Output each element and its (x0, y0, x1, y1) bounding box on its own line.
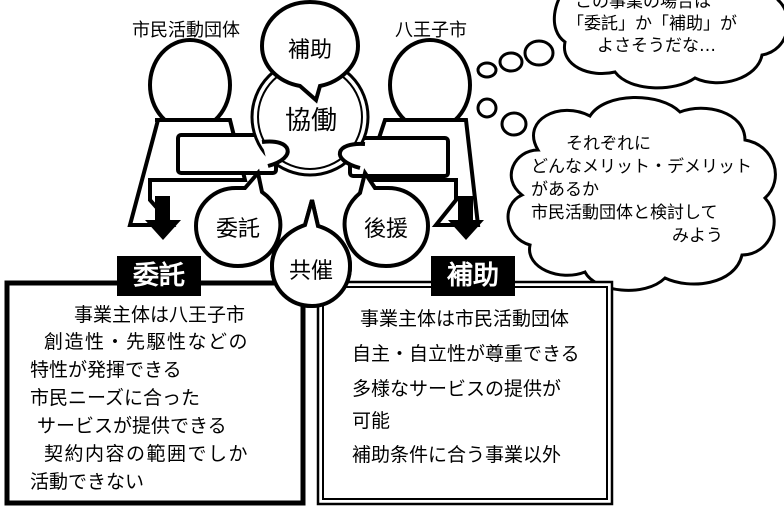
bubble-bottom-shape-front (269, 199, 353, 309)
thought-bottom-line-5: みよう (672, 226, 723, 246)
party-label-left: 市民活動団体 (132, 20, 240, 41)
left-panel-line-6: 契約内容の範囲でしか (44, 443, 250, 465)
center-label: 協働 (285, 106, 338, 136)
left-person (127, 38, 278, 227)
bubble-label-right: 後援 (364, 217, 409, 242)
right-panel-line-2: 自主・自立性が尊重できる (352, 343, 580, 365)
thought-dot-2 (498, 51, 524, 73)
thought-dot-3 (523, 39, 555, 67)
right-panel-border-outer (316, 280, 614, 506)
bubble-left-shape (193, 168, 283, 269)
bottom-thought-cloud (506, 96, 777, 292)
thought-bottom-line-2: どんなメリット・デメリット (531, 157, 752, 177)
right-panel-line-5: 補助条件に合う事業以外 (352, 444, 562, 466)
thought-bottom-line-3: があるか (531, 180, 599, 200)
thought-bottom-line-4: 市民活動団体と検討して (531, 203, 718, 223)
left-panel-line-4: 市民ニーズに合った (30, 387, 201, 409)
right-panel-line-4: 可能 (352, 410, 391, 432)
left-panel-line-1: 事業主体は八王子市 (74, 304, 246, 326)
thought-top-line-1: この事業の場合は (575, 0, 711, 12)
bubble-label-bottom: 共催 (289, 259, 334, 284)
left-panel-line-3: 特性が発揮できる (30, 359, 182, 381)
thought-dot-5 (500, 111, 528, 137)
left-panel-line-2: 創造性・先駆性などの (44, 331, 250, 353)
party-label-right: 八王子市 (395, 20, 467, 41)
thought-top-line-3: よさそうだな… (597, 36, 716, 56)
left-down-arrow (145, 196, 181, 240)
bubble-label-left: 委託 (216, 217, 261, 242)
bubble-label-top: 補助 (288, 38, 333, 63)
right-person (348, 38, 481, 227)
top-thought-cloud (552, 0, 784, 90)
left-hand (261, 139, 290, 168)
bubble-right-shape (342, 168, 431, 269)
left-panel-line-7: 活動できない (30, 471, 145, 493)
left-panel-line-5: サービスが提供できる (37, 415, 227, 437)
thought-bottom-line-1: それぞれに (566, 134, 651, 154)
left-panel-border (4, 280, 306, 506)
thought-dot-1 (476, 61, 498, 79)
bubble-top-shape (259, 0, 361, 104)
thought-dot-4 (476, 97, 498, 119)
right-down-arrow (448, 196, 484, 240)
left-panel-tag: 委託 (117, 256, 201, 296)
thought-top-line-2: 「委託」か「補助」が (567, 14, 737, 34)
right-panel-line-3: 多様なサービスの提供が (352, 378, 562, 400)
right-panel-line-1: 事業主体は市民活動団体 (360, 308, 570, 330)
right-panel-tag: 補助 (431, 256, 515, 296)
right-hand (337, 141, 366, 170)
